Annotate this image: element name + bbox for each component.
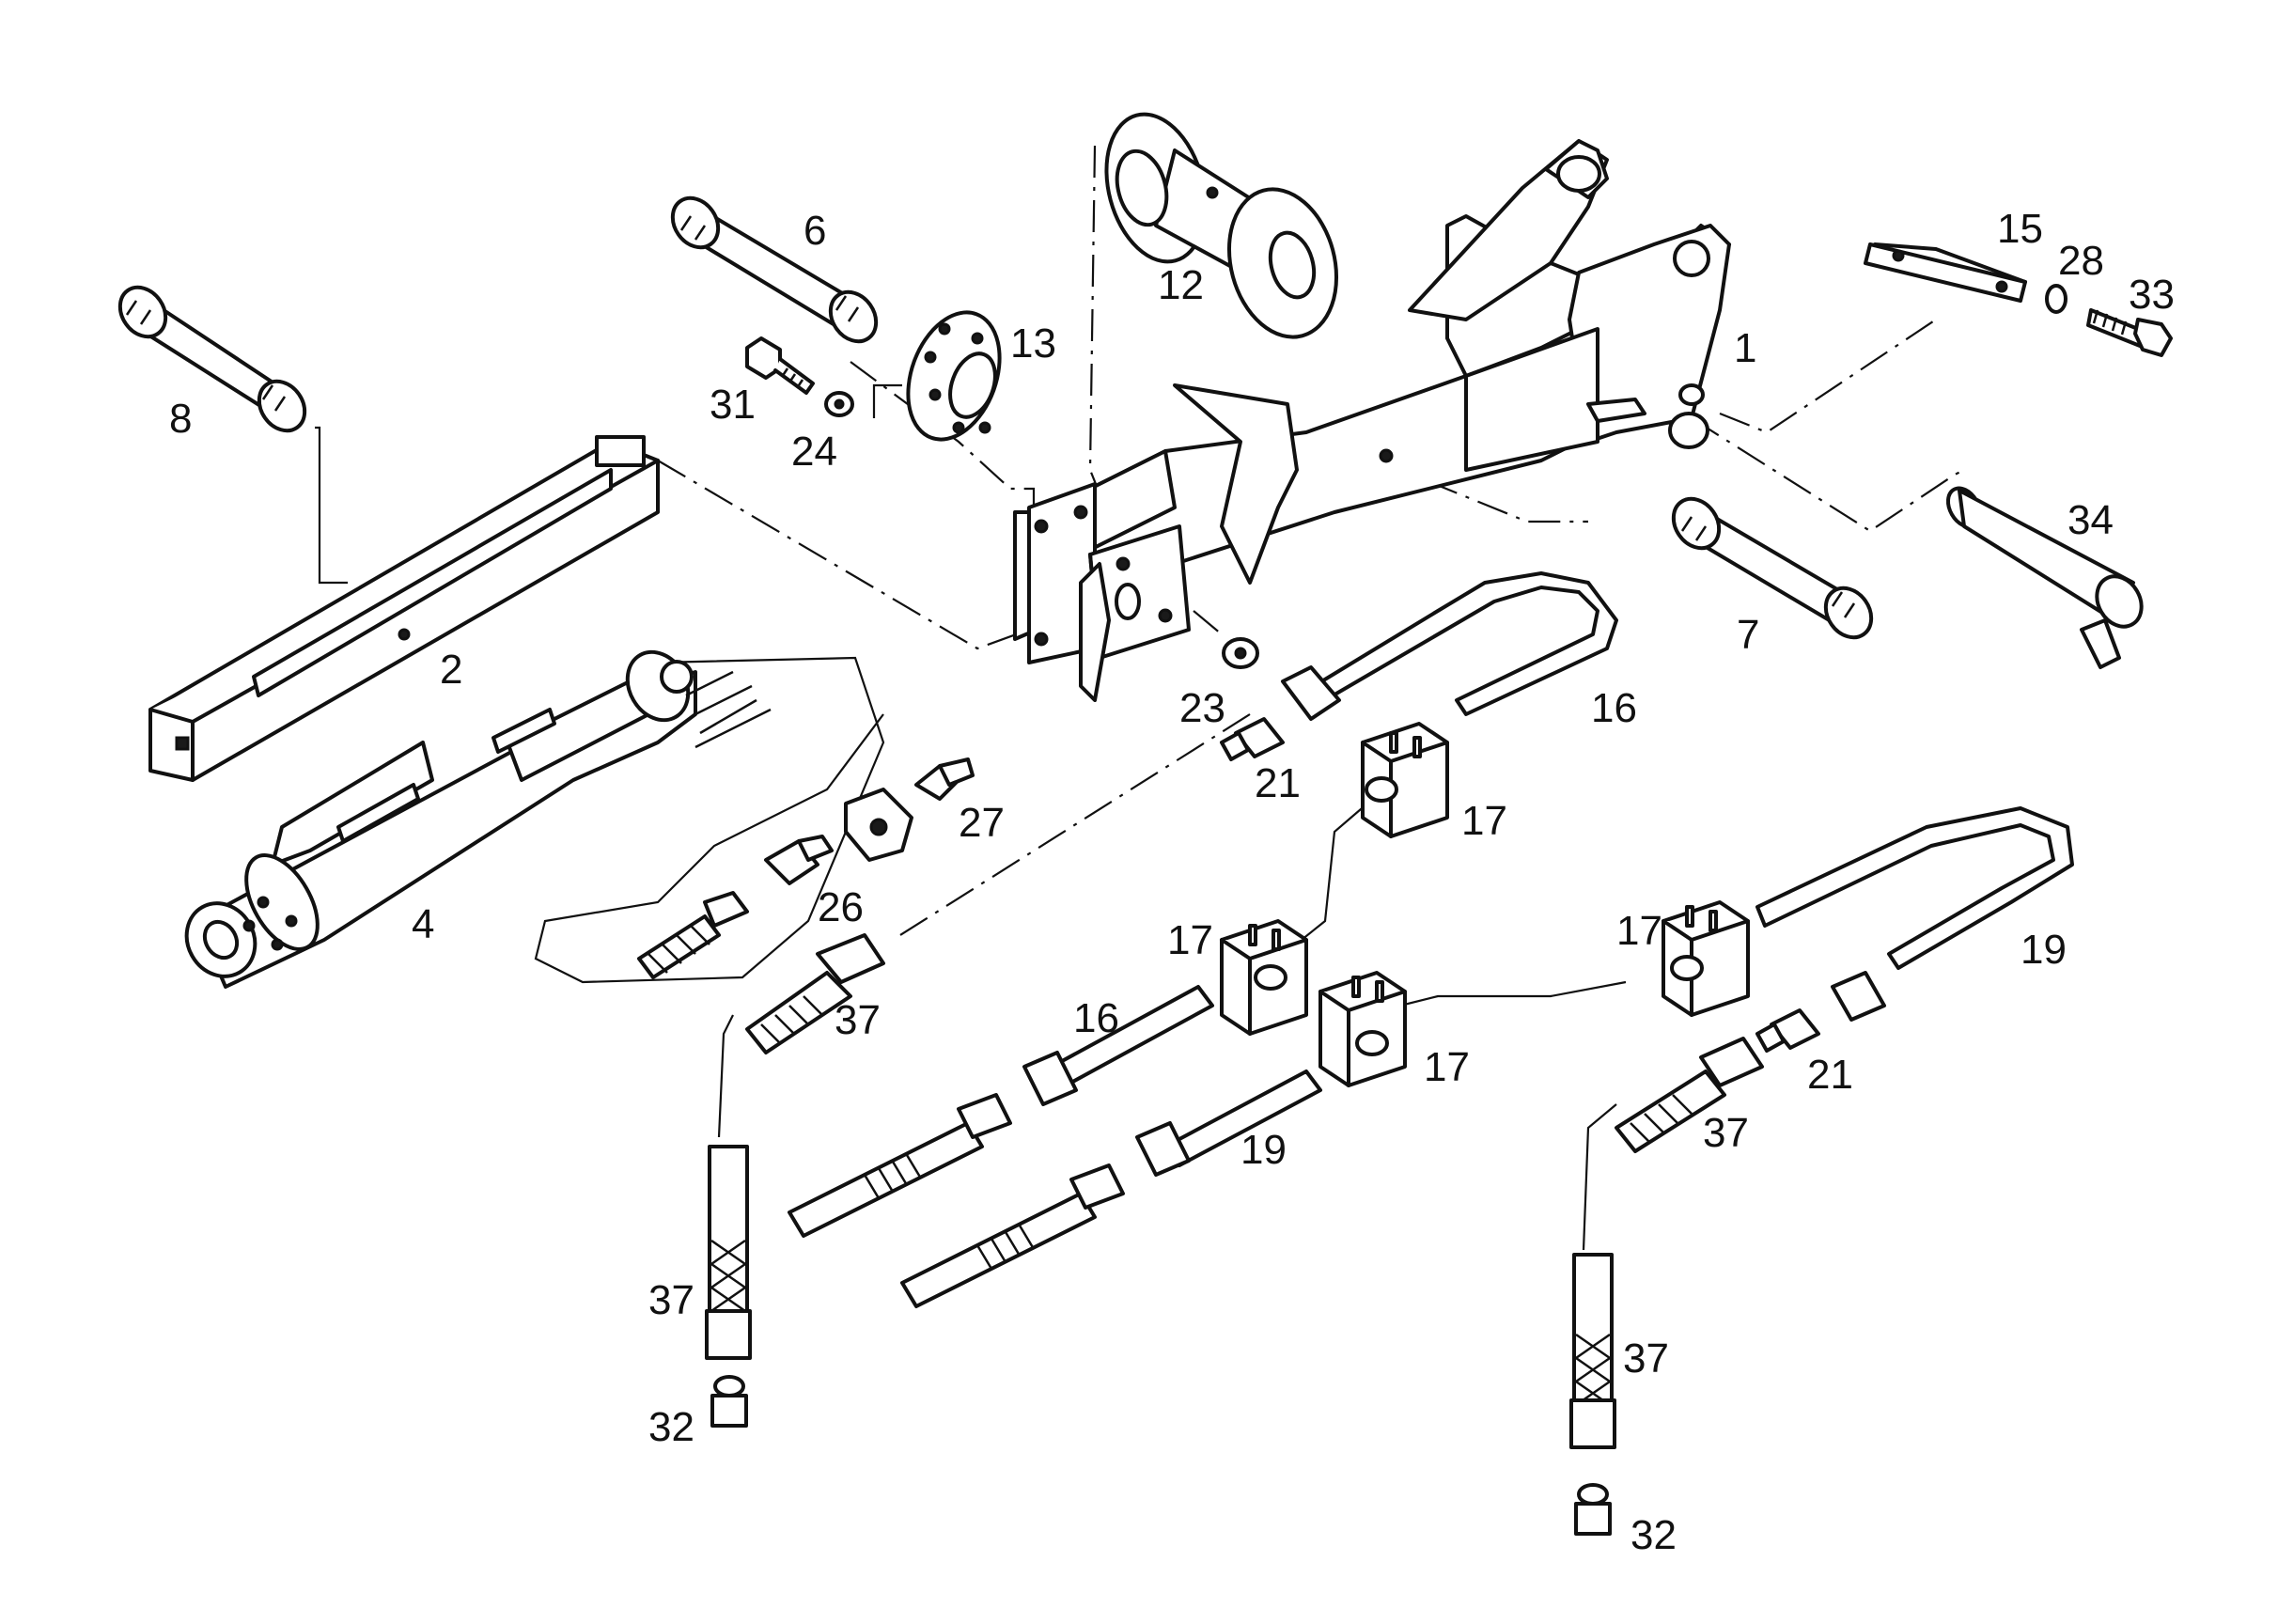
callout-21-right: 21 bbox=[1807, 1052, 1853, 1098]
callout-12: 12 bbox=[1158, 262, 1204, 308]
part-17-clamp-c bbox=[1318, 971, 1407, 1087]
callout-31: 31 bbox=[710, 382, 756, 428]
callout-16-upper: 16 bbox=[1591, 685, 1637, 731]
part-17-clamp-a bbox=[1361, 722, 1449, 838]
callout-26: 26 bbox=[818, 884, 864, 930]
callout-37-right-lower: 37 bbox=[1623, 1335, 1669, 1382]
callout-37-right-upper: 37 bbox=[1703, 1110, 1749, 1156]
hose-lower-b bbox=[900, 1163, 1125, 1308]
callout-19-right: 19 bbox=[2021, 927, 2067, 973]
part-32-plug-right bbox=[1574, 1483, 1612, 1536]
callout-4: 4 bbox=[412, 901, 434, 947]
callout-17-c: 17 bbox=[1424, 1044, 1470, 1090]
part-8-pin bbox=[117, 285, 307, 433]
part-37-hose-right-upper bbox=[1615, 1037, 1764, 1153]
callout-labels: 1 2 4 6 7 8 12 13 15 16 16 17 17 17 17 1… bbox=[169, 206, 2175, 1558]
hose-lower-a bbox=[788, 1093, 1012, 1238]
callout-7: 7 bbox=[1737, 612, 1759, 658]
part-21-fitting-right bbox=[1755, 1008, 1820, 1053]
callout-34: 34 bbox=[2067, 497, 2114, 543]
part-1-main-frame bbox=[1013, 139, 1731, 641]
part-37-hose-upper bbox=[745, 933, 885, 1054]
callout-32-right: 32 bbox=[1630, 1512, 1677, 1558]
callout-28: 28 bbox=[2058, 238, 2104, 284]
callout-21-upper: 21 bbox=[1255, 760, 1301, 806]
part-4-hydraulic-cylinder bbox=[184, 649, 772, 989]
callout-24: 24 bbox=[791, 429, 837, 475]
part-7-pin bbox=[1671, 496, 1874, 640]
part-12-roller bbox=[1104, 112, 1339, 339]
leader-lines bbox=[315, 145, 1965, 1251]
callout-37-upper: 37 bbox=[835, 997, 881, 1043]
callout-8: 8 bbox=[169, 396, 192, 442]
part-31-bolt bbox=[745, 336, 815, 395]
callout-13: 13 bbox=[1010, 320, 1056, 367]
part-6-pin bbox=[670, 195, 879, 344]
callout-33: 33 bbox=[2129, 272, 2175, 318]
callout-15: 15 bbox=[1997, 206, 2043, 252]
callout-32-left: 32 bbox=[648, 1404, 694, 1450]
callout-2: 2 bbox=[440, 647, 462, 693]
callout-16-lower: 16 bbox=[1073, 995, 1119, 1041]
part-16-lower-tube bbox=[1022, 985, 1214, 1106]
callout-17-b: 17 bbox=[1167, 917, 1213, 963]
hose-stub-left bbox=[637, 891, 749, 979]
callout-23: 23 bbox=[1179, 685, 1225, 731]
part-2-slide-bar bbox=[148, 435, 660, 782]
part-34-pin bbox=[1945, 486, 2144, 669]
callout-17-d: 17 bbox=[1616, 908, 1662, 954]
callout-37-left: 37 bbox=[648, 1277, 694, 1323]
part-19-right-tube bbox=[1755, 806, 2074, 1022]
part-24-washer bbox=[824, 391, 854, 417]
part-37-hose-right-vertical bbox=[1569, 1253, 1616, 1449]
callout-6: 6 bbox=[804, 208, 826, 254]
part-37-hose-left-vertical bbox=[705, 1145, 752, 1360]
part-26-fitting bbox=[764, 835, 834, 885]
part-27-fitting bbox=[914, 757, 975, 801]
part-28-washer bbox=[2045, 284, 2067, 314]
part-33-bolt bbox=[2086, 308, 2173, 357]
part-21-fitting-upper bbox=[1220, 717, 1285, 761]
part-23-washer bbox=[1222, 637, 1259, 669]
part-15-strap bbox=[1864, 242, 2027, 303]
callout-1: 1 bbox=[1734, 325, 1756, 371]
callout-19-lower: 19 bbox=[1240, 1127, 1287, 1173]
part-17-clamp-d bbox=[1662, 900, 1750, 1017]
part-block bbox=[844, 788, 913, 862]
part-16-upper-tube bbox=[1281, 571, 1618, 721]
part-13-flange bbox=[906, 310, 1002, 442]
part-19-lower-tube bbox=[1135, 1070, 1322, 1177]
part-32-plug-left bbox=[710, 1375, 748, 1428]
callout-17-a: 17 bbox=[1461, 798, 1507, 844]
mount-plate bbox=[1027, 482, 1191, 702]
callout-27: 27 bbox=[959, 800, 1005, 846]
part-17-clamp-b bbox=[1220, 919, 1308, 1036]
